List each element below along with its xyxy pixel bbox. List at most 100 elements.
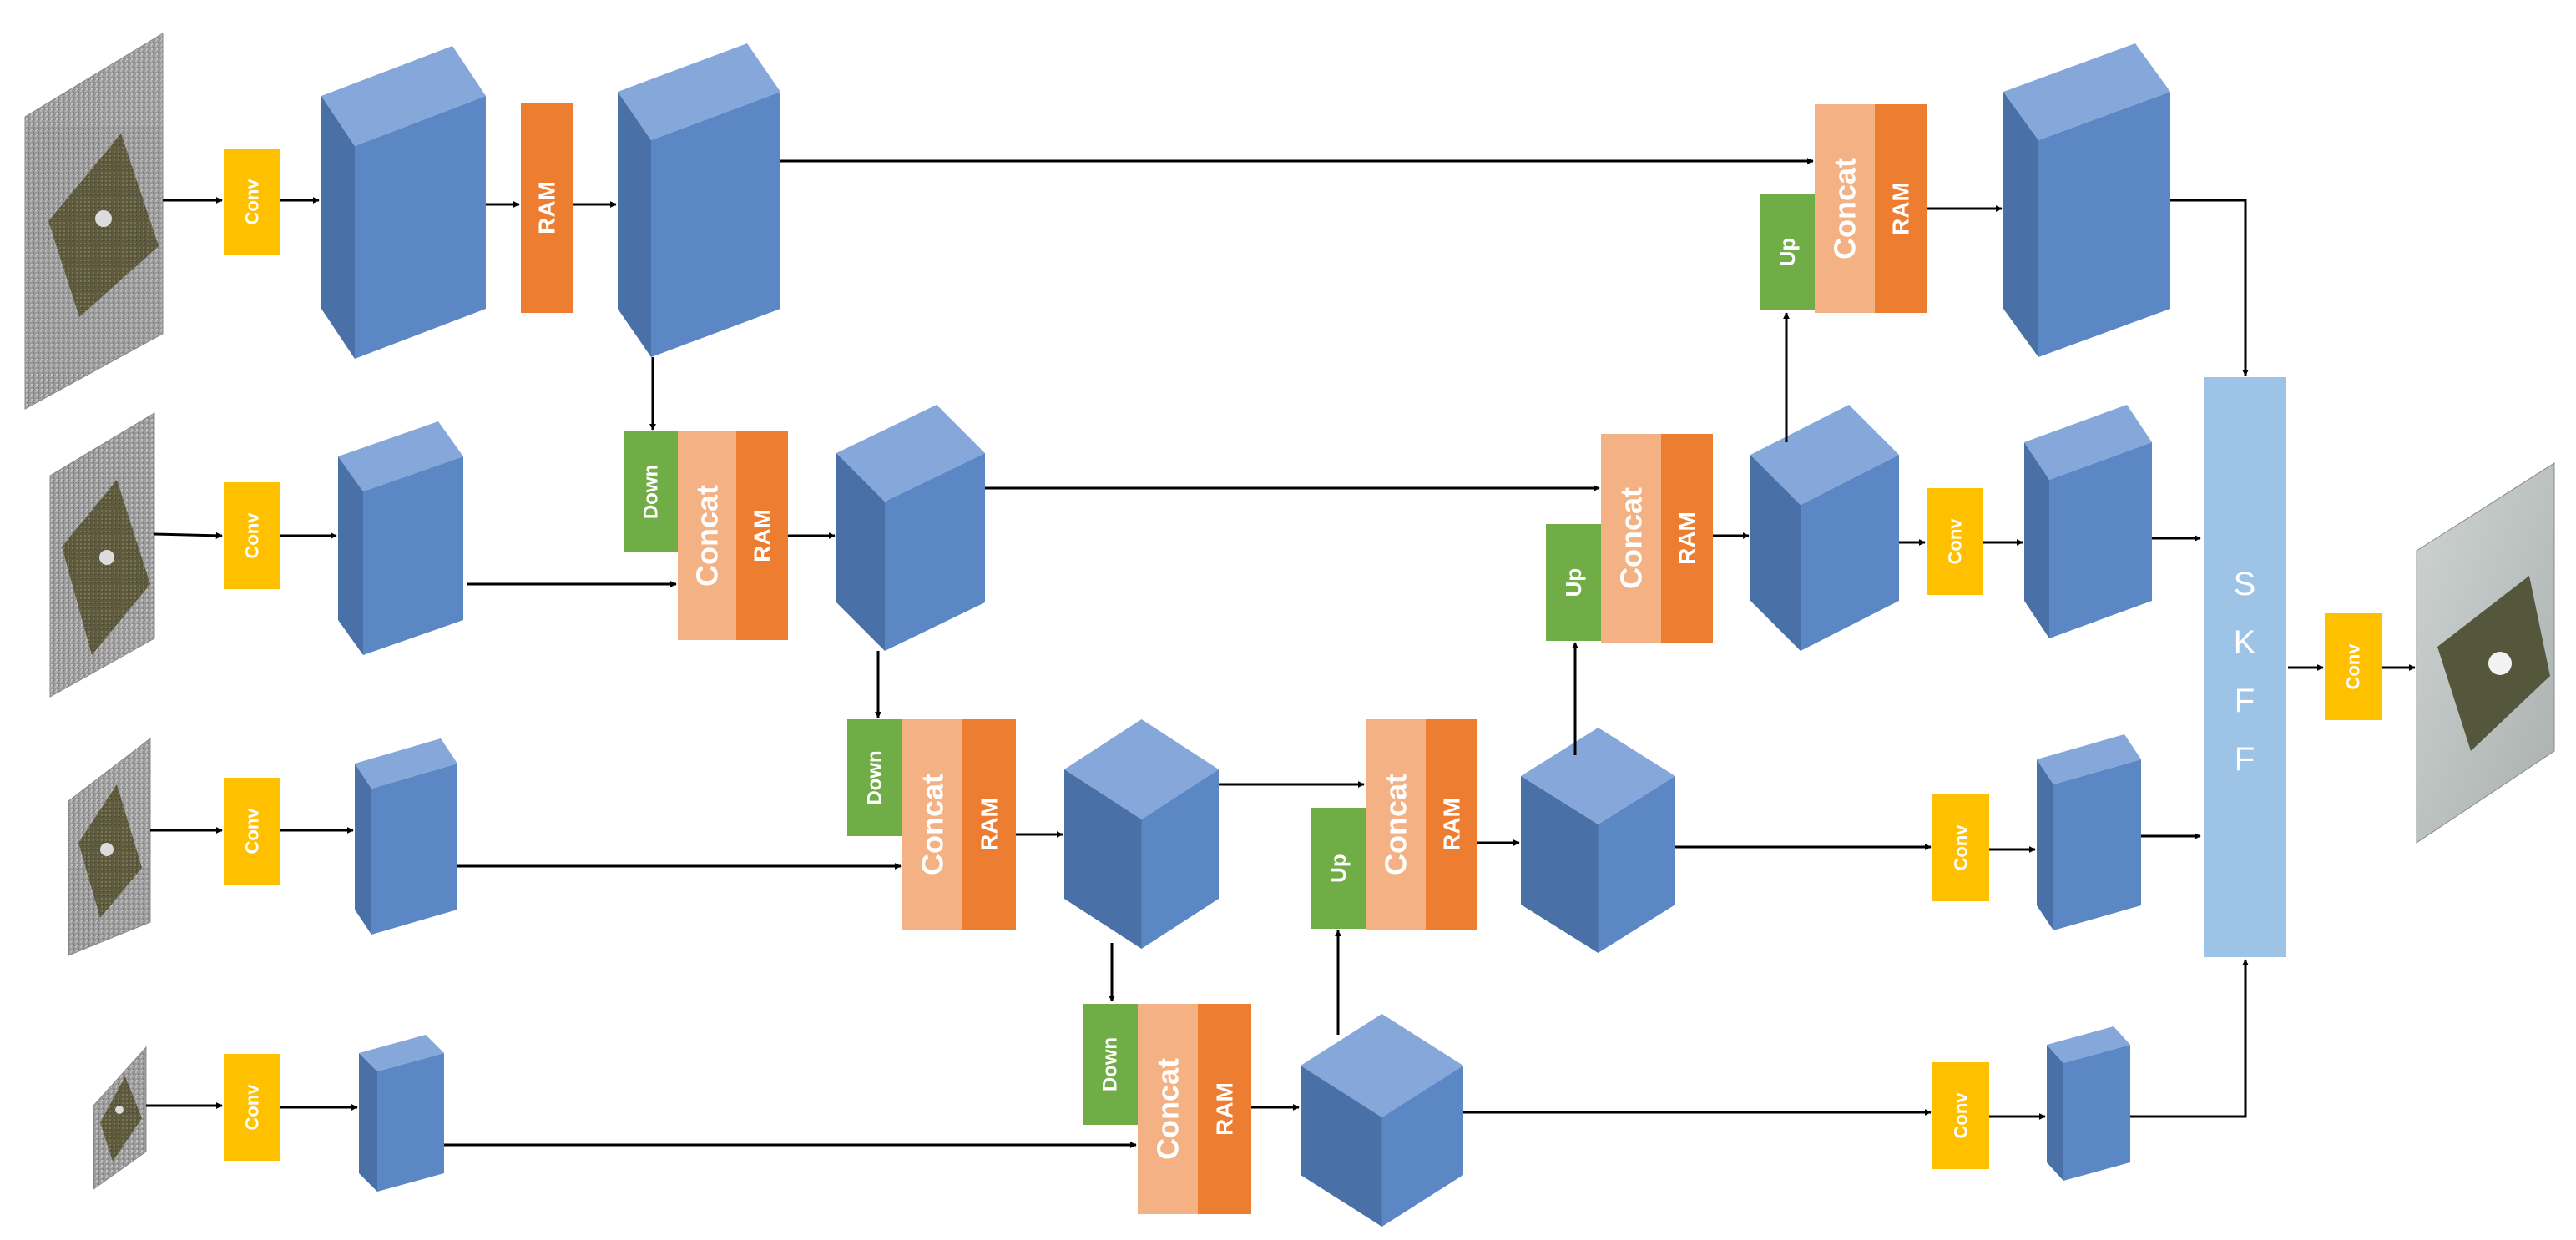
slab-top <box>2003 43 2170 140</box>
slab-top <box>338 421 463 491</box>
ram-block <box>1875 104 1927 313</box>
down-block-label: Down <box>640 465 663 519</box>
skff-letter: F <box>2235 683 2255 719</box>
up-block <box>1760 194 1815 310</box>
concat-block <box>1601 434 1661 643</box>
slab-side <box>618 92 651 357</box>
skff-letter: S <box>2234 566 2256 602</box>
slab-side <box>2047 1045 2063 1181</box>
ram-block <box>521 103 573 313</box>
down-block <box>624 431 678 552</box>
ram-block <box>1198 1004 1251 1214</box>
plate-hole <box>95 210 112 227</box>
input-image-4 <box>93 1046 147 1190</box>
slab-side <box>359 1053 377 1192</box>
conv-block-label: Conv <box>242 808 263 854</box>
flow-arrow <box>2170 199 2249 376</box>
slab-side <box>338 456 363 655</box>
ram-block-label: RAM <box>1439 798 1465 851</box>
feature-map-cube <box>1521 728 1675 953</box>
concat-block <box>1366 719 1426 930</box>
ram-block-label: RAM <box>750 509 775 562</box>
down-block <box>847 719 902 836</box>
ram-block <box>736 431 788 640</box>
down-block-label: Down <box>1099 1037 1122 1091</box>
slab-front <box>2038 92 2170 357</box>
concat-block-label: Concat <box>690 485 725 587</box>
flow-arrow <box>2130 959 2249 1118</box>
up-block <box>1546 524 1601 641</box>
concat-block-label: Concat <box>1379 774 1413 875</box>
slab-front <box>2053 759 2141 930</box>
ram-block <box>1426 719 1477 930</box>
cube-side <box>1064 769 1142 949</box>
plate-hole <box>100 843 114 856</box>
feature-map-slab <box>836 405 985 651</box>
concat-block <box>1815 104 1875 313</box>
concat-block <box>1138 1004 1198 1214</box>
slab-front <box>355 96 486 359</box>
feature-map-cube <box>1301 1014 1463 1227</box>
slab-front <box>1801 455 1899 651</box>
slab-side <box>836 453 885 651</box>
plate-hole <box>2488 652 2512 675</box>
concat-block <box>678 431 736 640</box>
plate-hole <box>115 1106 124 1114</box>
concat-block-label: Concat <box>916 774 950 875</box>
concat-block <box>902 719 962 930</box>
conv-block <box>224 778 280 885</box>
ram-block-label: RAM <box>1212 1082 1238 1136</box>
up-block-label: Up <box>1326 854 1351 883</box>
cube-front <box>1381 1066 1463 1227</box>
slab-side <box>1750 455 1801 651</box>
input-image-2 <box>49 412 155 698</box>
slab-front <box>363 456 463 655</box>
ram-block-label: RAM <box>977 798 1003 851</box>
ram-block <box>962 719 1016 930</box>
slab-top <box>2047 1026 2130 1063</box>
slab-front <box>2049 442 2152 638</box>
up-block <box>1311 808 1366 929</box>
conv-block <box>2325 613 2382 720</box>
plate-object <box>100 1076 142 1162</box>
cube-front <box>1598 776 1675 953</box>
slab-side <box>2024 442 2049 638</box>
slab-top <box>2037 734 2141 784</box>
output-image <box>2416 462 2555 844</box>
ram-block-label: RAM <box>1888 182 1914 235</box>
ram-block <box>1661 434 1713 643</box>
conv-block-label: Conv <box>1951 1092 1972 1139</box>
up-block-label: Up <box>1775 238 1800 267</box>
slab-top <box>321 46 486 146</box>
conv-block-label: Conv <box>242 512 263 559</box>
input-image-3 <box>68 737 151 956</box>
skff-block <box>2204 377 2286 957</box>
slab-side <box>321 96 355 359</box>
slab-side <box>355 764 371 935</box>
flow-arrow <box>154 532 223 539</box>
input-image-1 <box>24 33 164 410</box>
feature-map-slab <box>2037 734 2141 930</box>
slab-front <box>2063 1045 2130 1181</box>
plate-hole <box>99 550 114 565</box>
slab-top <box>836 405 985 502</box>
conv-block <box>224 482 280 589</box>
concat-block-label: Concat <box>1151 1058 1185 1160</box>
slab-top <box>1750 405 1899 505</box>
down-block <box>1083 1004 1138 1125</box>
skff-letter: K <box>2234 624 2256 661</box>
slab-front <box>371 764 457 935</box>
slab-top <box>618 43 780 140</box>
conv-block-label: Conv <box>2343 643 2364 690</box>
concat-block-label: Concat <box>1614 487 1649 589</box>
concat-block-label: Concat <box>1828 158 1862 260</box>
slab-front <box>651 92 780 357</box>
feature-map-slab <box>1750 405 1899 651</box>
slab-front <box>885 453 985 651</box>
feature-map-slab <box>2024 405 2152 638</box>
feature-map-slab <box>2003 43 2170 357</box>
slab-side <box>2003 92 2038 357</box>
cube-side <box>1521 776 1599 953</box>
feature-map-cube <box>1064 719 1219 949</box>
